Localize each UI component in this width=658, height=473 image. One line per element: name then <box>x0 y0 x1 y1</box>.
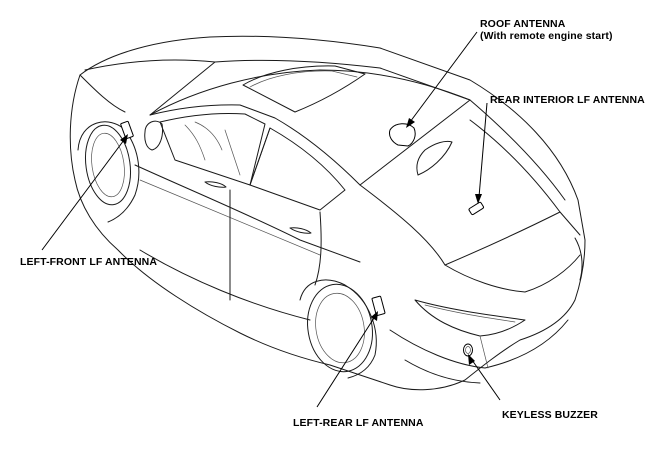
roof-antenna-title: ROOF ANTENNA <box>480 18 566 30</box>
roof-antenna-label: ROOF ANTENNA (With remote engine start) <box>480 18 613 42</box>
left-rear-label: LEFT-REAR LF ANTENNA <box>293 417 424 429</box>
left-rear-lf-antenna <box>371 295 386 317</box>
roof-antenna <box>389 123 416 147</box>
rear-interior-label: REAR INTERIOR LF ANTENNA <box>490 94 645 106</box>
left-front-label: LEFT-FRONT LF ANTENNA <box>20 256 158 268</box>
rear-interior-lf-antenna <box>468 201 484 216</box>
left-front-lf-antenna <box>120 120 134 140</box>
keyless-buzzer <box>463 343 473 357</box>
leader-left-rear <box>316 311 378 408</box>
leader-keyless-buzzer <box>468 354 501 401</box>
roof-antenna-note: (With remote engine start) <box>480 30 613 42</box>
keyless-buzzer-label: KEYLESS BUZZER <box>502 409 598 421</box>
car-outline <box>69 35 586 391</box>
leader-left-front <box>41 134 128 251</box>
leader-roof-antenna <box>406 31 478 128</box>
leader-rear-interior <box>475 102 488 204</box>
